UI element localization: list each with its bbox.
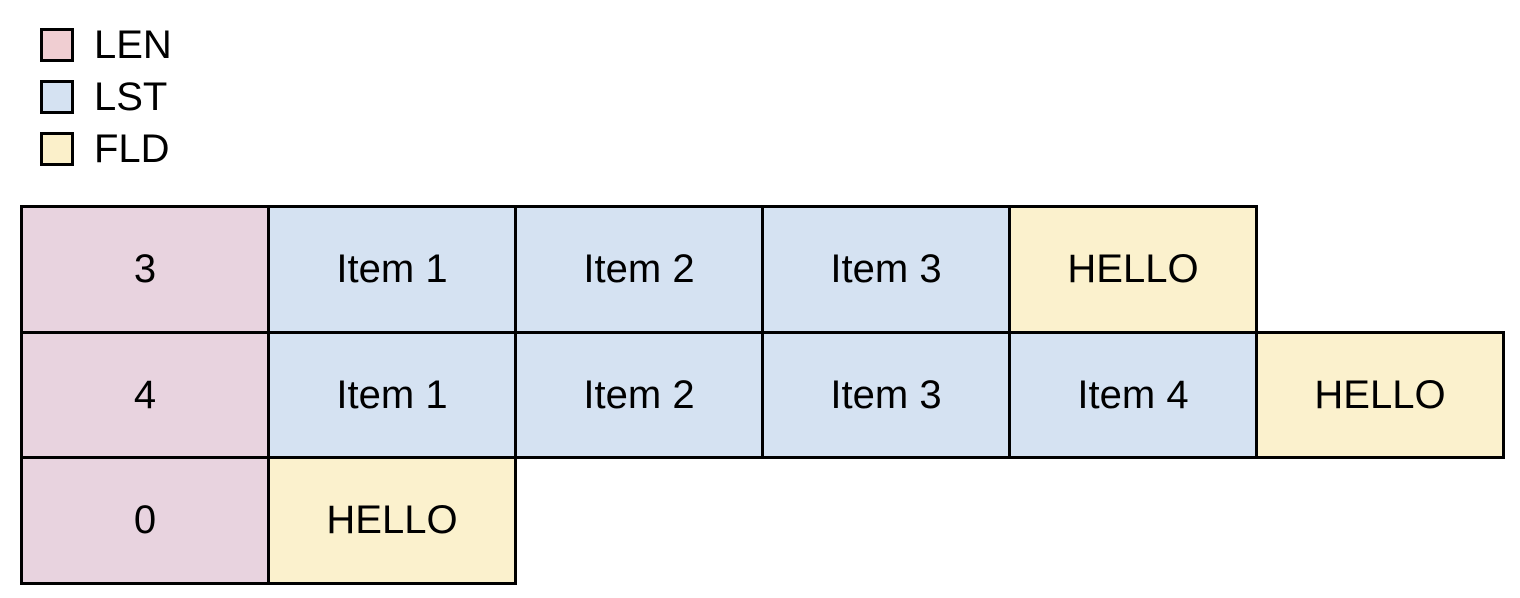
cell-lst: Item 1 [267,330,517,459]
legend: LEN LST FLD [40,23,172,182]
cell-len: 4 [20,330,270,459]
cell-fld: HELLO [1008,205,1258,334]
cell-lst: Item 3 [761,205,1011,334]
cell-lst: Item 2 [514,330,764,459]
cell-lst: Item 1 [267,205,517,334]
legend-item-len: LEN [40,23,172,67]
cell-len: 3 [20,205,270,334]
lst-color-swatch-icon [40,80,74,114]
cell-lst: Item 2 [514,205,764,334]
cell-lst: Item 3 [761,330,1011,459]
cell-len: 0 [20,456,270,585]
legend-item-lst: LST [40,75,172,119]
legend-label-fld: FLD [94,127,170,171]
legend-label-len: LEN [94,23,172,67]
legend-item-fld: FLD [40,127,172,171]
cell-fld: HELLO [267,456,517,585]
legend-label-lst: LST [94,75,168,119]
fld-color-swatch-icon [40,132,74,166]
cell-fld: HELLO [1255,330,1505,459]
len-color-swatch-icon [40,28,74,62]
cell-lst: Item 4 [1008,330,1258,459]
